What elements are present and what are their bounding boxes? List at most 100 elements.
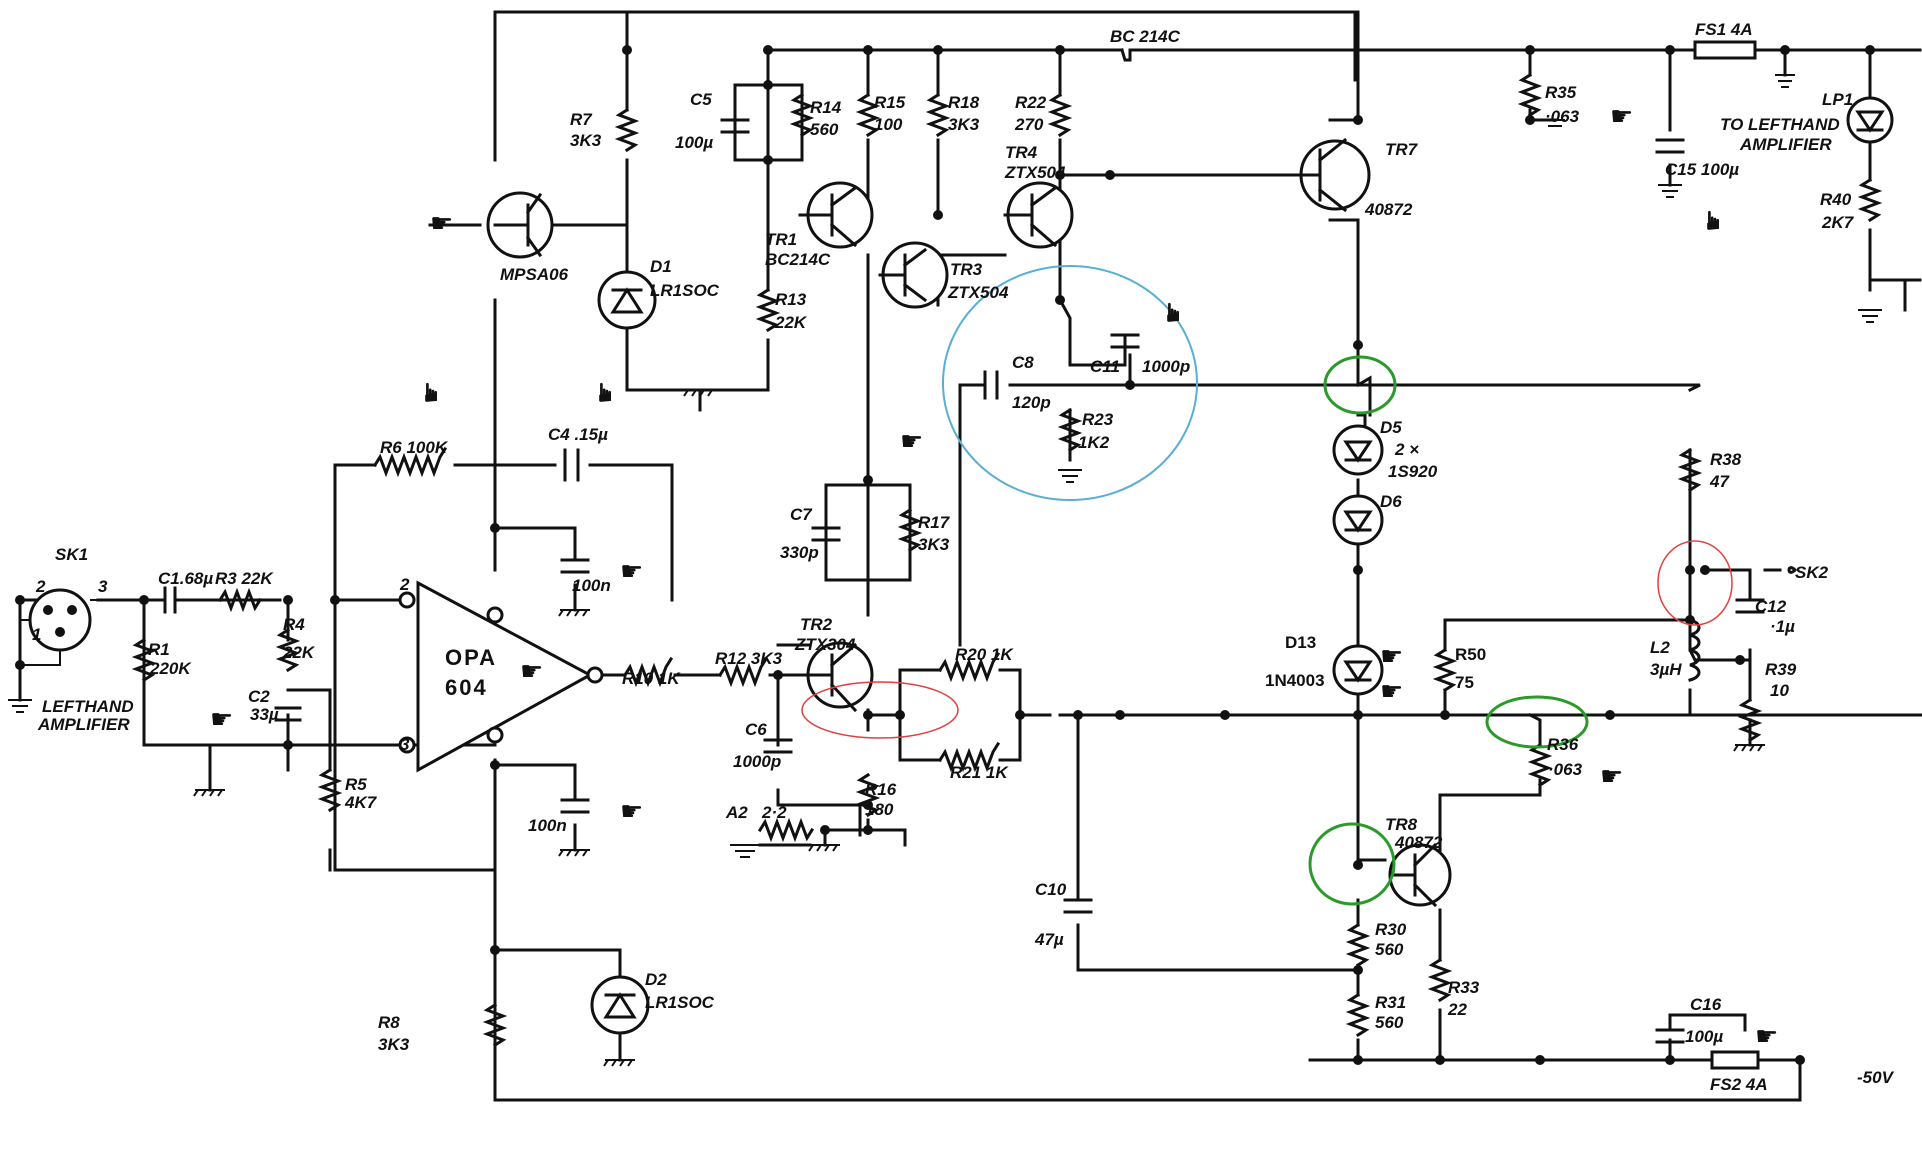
diode-d6 [1332, 494, 1384, 546]
label-sk1-pin1: 1 [32, 625, 41, 644]
diode-d13 [1332, 644, 1384, 696]
highlight-green-ellipse-1 [1323, 355, 1397, 415]
labels: SK1 2 3 1 LEFTHAND AMPLIFIER SK2 C1.68µ … [32, 20, 1895, 1094]
label-c8: C8 [1012, 353, 1034, 372]
label-c15: C15 100µ [1665, 160, 1739, 179]
highlight-red-ellipse-1 [801, 681, 959, 739]
hand-pointer-icon: ☛ [430, 209, 453, 239]
highlight-red-ellipse-2 [1657, 540, 1733, 626]
lamp-lp1 [1846, 96, 1894, 144]
label-c5-value: 100µ [675, 133, 713, 152]
resistor-r50 [1432, 647, 1458, 693]
label-r23: R23 [1082, 410, 1114, 429]
resistor-r23 [1057, 407, 1083, 453]
hand-markers: ☛ ☛ ☛ ☛ ☛ ☛ ☛ ☛ ☛ ☛ ☛ ☛ ☛ ☛ ☛ [210, 102, 1778, 1052]
label-c5: C5 [690, 90, 712, 109]
resistor-r40 [1857, 177, 1883, 223]
capacitor-op-bot [560, 798, 590, 814]
label-r36: R36 [1547, 735, 1579, 754]
resistor-r3 [217, 587, 263, 613]
label-fs1: FS1 4A [1695, 20, 1753, 39]
transistor-tr7 [1298, 137, 1371, 213]
label-r38-value: 47 [1709, 472, 1730, 491]
label-d1-value: LR1SOC [650, 281, 720, 300]
label-fs2: FS2 4A [1710, 1075, 1768, 1094]
capacitor-c5 [720, 118, 750, 134]
resistor-r14 [789, 92, 815, 138]
label-r50: R50 [1455, 645, 1486, 664]
connector-sk2 [1763, 566, 1798, 574]
label-sk1-pin2: 2 [35, 577, 46, 596]
hand-pointer-icon: ☛ [620, 797, 643, 827]
label-tr8-value: 40872 [1394, 833, 1443, 852]
transistor-tr4 [1003, 181, 1074, 249]
label-lefthand-1: LEFTHAND [42, 697, 134, 716]
label-r8-value: 3K3 [378, 1035, 410, 1054]
label-c16: C16 [1690, 995, 1722, 1014]
resistor-r13 [755, 287, 781, 333]
resistor-r5 [317, 767, 343, 813]
label-r4-value: 22K [282, 643, 316, 662]
label-r8: R8 [378, 1013, 400, 1032]
capacitor-c6 [763, 738, 793, 754]
resistor-r39 [1737, 697, 1763, 743]
label-d13: D13 [1285, 633, 1316, 652]
capacitors [158, 118, 1765, 1044]
capacitor-c4 [563, 448, 580, 482]
resistor-r30 [1345, 922, 1371, 968]
label-neg-supply: -50V [1857, 1068, 1895, 1087]
label-r30: R30 [1375, 920, 1407, 939]
label-r7: R7 [570, 110, 593, 129]
label-r16: R16 [865, 780, 897, 799]
diode-d1 [597, 270, 657, 330]
label-r15-value: 100 [874, 115, 903, 134]
label-to-lefthand: TO LEFTHAND [1720, 115, 1840, 134]
label-c16-value: 100µ [1685, 1027, 1723, 1046]
opamp-label-2: 604 [445, 675, 488, 700]
label-d13-value: 1N4003 [1265, 671, 1325, 690]
label-tr3-value: ZTX504 [947, 283, 1009, 302]
resistors [131, 72, 1883, 1048]
hand-pointer-icon: ☛ [210, 705, 233, 735]
hand-pointer-icon: ☛ [1380, 642, 1403, 672]
label-r33-value: 22 [1447, 1000, 1467, 1019]
label-r18: R18 [948, 93, 980, 112]
misc-components [20, 40, 1798, 1070]
resistor-r38 [1677, 447, 1703, 493]
label-c7-value: 330p [780, 543, 819, 562]
label-r22: R22 [1015, 93, 1047, 112]
resistor-r33 [1427, 957, 1453, 1003]
label-lp1: LP1 [1822, 90, 1853, 109]
label-r36-value: ·063 [1548, 760, 1583, 779]
label-mpsa06: MPSA06 [500, 265, 569, 284]
label-d2-value: LR1SOC [645, 993, 715, 1012]
label-c11: C11 [1090, 357, 1120, 376]
label-a2: A2 [725, 803, 748, 822]
label-lefthand-2: AMPLIFIER [37, 715, 130, 734]
label-c2: C2 [248, 687, 270, 706]
label-r17-value: 3K3 [918, 535, 950, 554]
hand-pointer-icon: ☛ [1755, 1022, 1778, 1052]
label-r31-value: 560 [1375, 1013, 1404, 1032]
resistor-r7 [614, 107, 640, 153]
label-tr7: TR7 [1385, 140, 1419, 159]
label-r35: R35 [1545, 83, 1577, 102]
label-c10-value: 47µ [1034, 930, 1064, 949]
junction-dots [15, 45, 1875, 1065]
label-r30-value: 560 [1375, 940, 1404, 959]
hand-pointer-icon: ☛ [417, 381, 447, 404]
resistor-r22 [1047, 92, 1073, 138]
label-r4: R4 [283, 615, 305, 634]
capacitor-c7 [811, 526, 841, 542]
resistor-r4 [275, 627, 301, 673]
diode-d2 [590, 975, 650, 1035]
label-r12: R12 3K3 [715, 649, 783, 668]
label-r3: R3 22K [215, 569, 274, 588]
label-c1: C1.68µ [158, 569, 213, 588]
label-c6: C6 [745, 720, 767, 739]
label-r23-value: 1K2 [1078, 433, 1110, 452]
fuse-fs1 [1693, 40, 1757, 60]
inductor-l2 [1688, 618, 1701, 682]
hand-pointer-icon: ☛ [520, 657, 543, 687]
